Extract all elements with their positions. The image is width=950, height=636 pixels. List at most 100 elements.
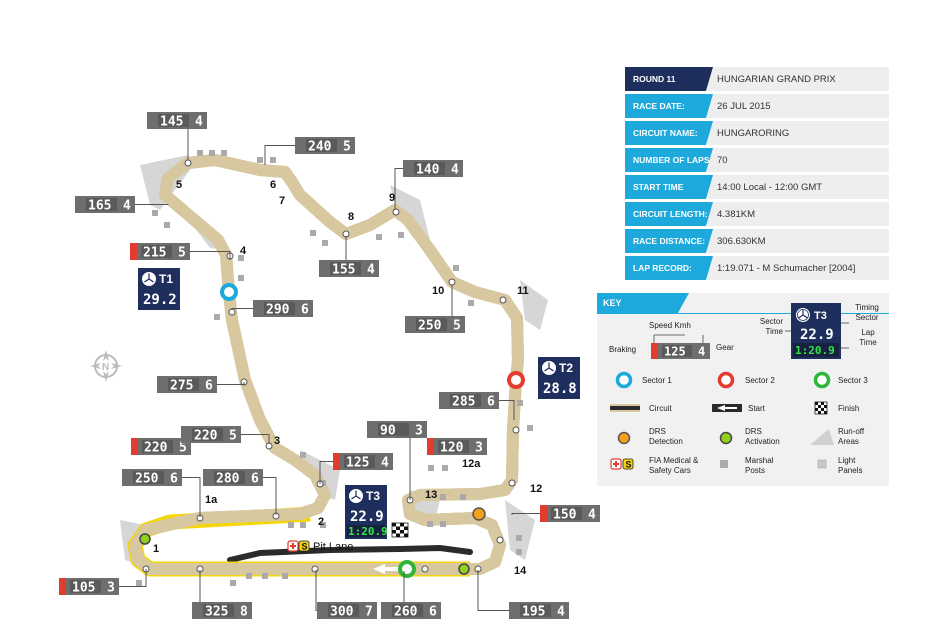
key-marshal-label: Marshal Posts [745, 456, 774, 475]
speed-kmh: 150 [553, 508, 577, 523]
speed-gear: 5 [229, 429, 237, 444]
speed-box-tag [367, 421, 374, 438]
speed-leader-line [231, 308, 253, 310]
speed-leader-line [394, 168, 403, 210]
pit-lane-label: S Pit Lane [287, 540, 353, 553]
speed-kmh: 120 [440, 441, 464, 456]
speed-kmh: 275 [170, 379, 193, 394]
speed-gear: 6 [487, 395, 495, 410]
speed-box-tag [147, 112, 154, 129]
start-arrow [373, 564, 403, 574]
speed-gear: 4 [588, 508, 596, 523]
speed-gear: 3 [415, 424, 423, 439]
corner-label: 12 [530, 483, 542, 495]
svg-text:N: N [102, 362, 109, 373]
circuit-track [129, 154, 524, 575]
key-drs-detection-icon [617, 431, 631, 445]
info-label: CIRCUIT LENGTH: [625, 202, 713, 226]
speed-box-tag [439, 392, 446, 409]
key-circuit-icon [610, 404, 640, 412]
speed-box-tag [319, 260, 326, 277]
info-row: CIRCUIT LENGTH:4.381KM [625, 202, 889, 226]
speed-box-inner [551, 507, 582, 520]
info-label: START TIME [625, 175, 713, 199]
light-panels [142, 159, 520, 573]
speed-box-tag [403, 160, 410, 177]
key-fia-icon: S [610, 458, 634, 470]
speed-leader-line [182, 477, 201, 517]
speed-box-inner [192, 428, 223, 441]
speed-kmh: 215 [143, 246, 166, 261]
speed-box-tag [405, 316, 412, 333]
key-lap-time-label: Lap Time [859, 328, 877, 347]
svg-text:S: S [302, 542, 308, 552]
info-row: RACE DATE:26 JUL 2015 [625, 94, 889, 118]
key-sample-timing-box: T3 22.9 1:20.9 [785, 303, 849, 359]
speed-box-inner [141, 245, 172, 258]
corner-label: 6 [270, 179, 276, 191]
speed-gear: 4 [557, 605, 565, 620]
speed-box-tag [381, 602, 388, 619]
speed-kmh: 195 [522, 605, 545, 620]
timing-value: 28.8 [543, 381, 577, 397]
info-value: 4.381KM [707, 202, 889, 226]
corner-label: 9 [389, 192, 395, 204]
corner-label: 4 [240, 245, 247, 257]
key-timing-sector-label: Timing Sector [855, 303, 879, 322]
info-row: CIRCUIT NAME:HUNGARORING [625, 121, 889, 145]
stopwatch-hands [144, 273, 154, 283]
key-sample-sector-val: 22.9 [800, 327, 834, 343]
key-light-label: Light Panels [838, 456, 863, 475]
speed-kmh: 285 [452, 395, 475, 410]
drs-activation-marker-1 [139, 533, 151, 545]
key-sample-gear: 4 [698, 345, 705, 359]
speed-kmh: 105 [72, 581, 95, 596]
info-value: 306.630KM [707, 229, 889, 253]
info-value: HUNGARIAN GRAND PRIX [707, 67, 889, 91]
info-label: LAP RECORD: [625, 256, 713, 280]
key-sample-t: T3 [814, 310, 827, 322]
info-row: RACE DISTANCE:306.630KM [625, 229, 889, 253]
speed-gear: 4 [451, 163, 459, 178]
corner-label: 2 [318, 516, 324, 528]
key-light-icon [817, 459, 827, 469]
info-row: LAP RECORD:1:19.071 - M Schumacher [2004… [625, 256, 889, 280]
key-marshal-icon [720, 460, 728, 468]
key-finish-icon [814, 401, 828, 415]
stopwatch-hands [351, 490, 361, 500]
speed-box-inner [392, 604, 423, 617]
speed-box-tag [59, 578, 66, 595]
timing-label: T2 [559, 361, 573, 375]
speed-box-inner [203, 604, 234, 617]
speed-leader-line [190, 251, 231, 260]
finish-flag [391, 522, 409, 538]
corner-label: 3 [274, 435, 280, 447]
key-sample-lap: 1:20.9 [795, 344, 835, 357]
key-circuit-label: Circuit [649, 404, 672, 413]
key-braking-label: Braking [609, 345, 637, 354]
speed-kmh: 220 [144, 441, 168, 456]
speed-kmh: 240 [308, 140, 332, 155]
key-graphics: 125 4 T3 22.9 1:20.9 [610, 303, 849, 470]
corner-label: 11 [517, 285, 529, 297]
speed-leader-line [119, 569, 147, 587]
speed-gear: 3 [475, 441, 483, 456]
speed-leader-line [511, 513, 540, 515]
speed-gear: 5 [343, 140, 351, 155]
timing-value: 29.2 [143, 292, 177, 308]
info-label: ROUND 11 [625, 67, 713, 91]
